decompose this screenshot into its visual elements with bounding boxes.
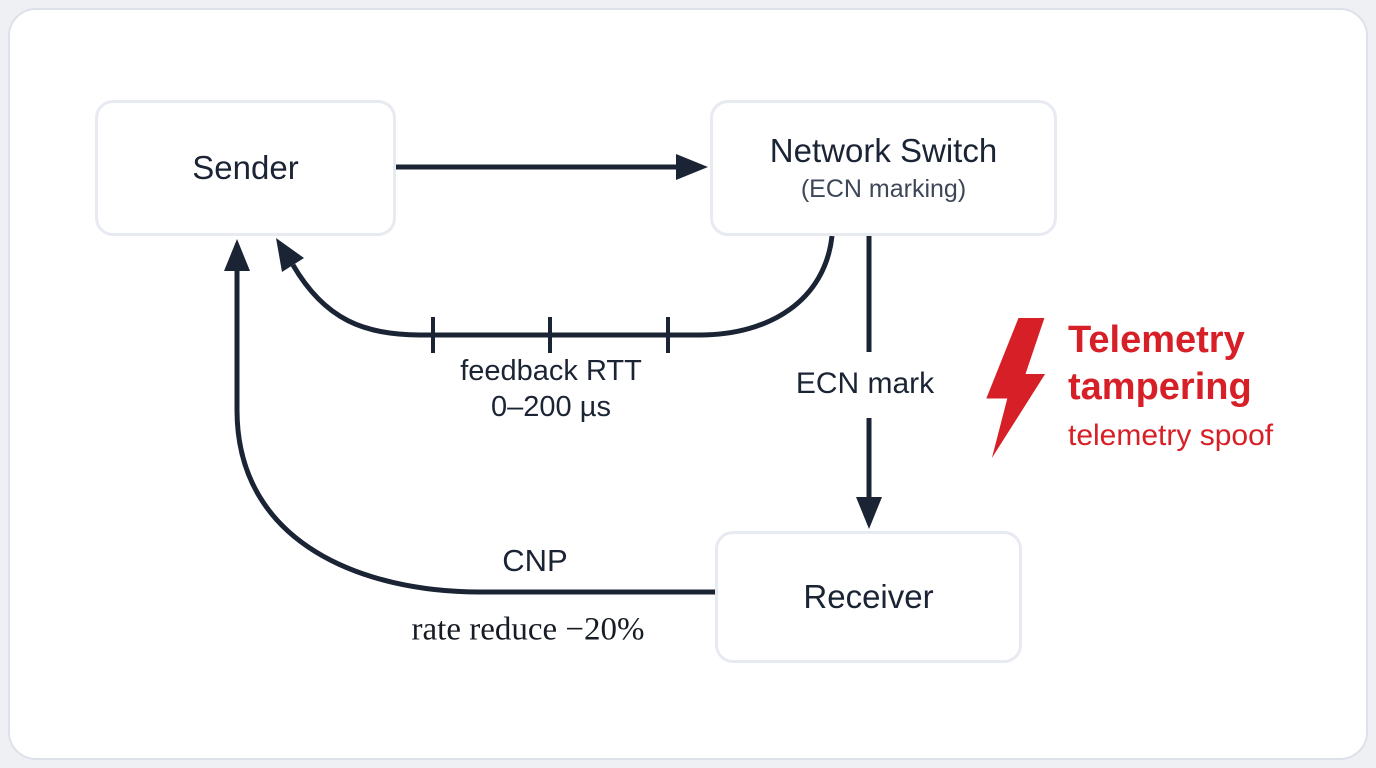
annotation-subtitle: telemetry spoof bbox=[1068, 419, 1274, 452]
receiver-label: Receiver bbox=[803, 578, 934, 615]
ecn-arrowhead bbox=[856, 497, 882, 529]
network-switch-sublabel: (ECN marking) bbox=[800, 175, 967, 203]
lightning-bolt-icon bbox=[986, 318, 1046, 458]
ecn-mark-edge-label: ECN mark bbox=[795, 367, 935, 400]
receiver-node: Receiver bbox=[715, 531, 1022, 663]
annotation-title: Telemetry tampering bbox=[1068, 317, 1273, 411]
feedback-arrowhead bbox=[276, 238, 304, 272]
annotation-title-line2: tampering bbox=[1068, 366, 1252, 408]
network-switch-label: Network Switch bbox=[769, 132, 998, 169]
feedback-rtt-edge-label: feedback RTT 0–200 µs bbox=[460, 353, 642, 425]
feedback-rtt-range: 0–200 µs bbox=[491, 391, 611, 423]
annotation-title-line1: Telemetry bbox=[1068, 319, 1245, 361]
feedback-edge bbox=[290, 235, 835, 338]
sender-label: Sender bbox=[192, 149, 299, 186]
telemetry-tampering-annotation: Telemetry tampering telemetry spoof bbox=[975, 315, 1273, 458]
cnp-edge-label: CNP bbox=[502, 543, 568, 578]
cnp-edge bbox=[234, 271, 715, 595]
feedback-rtt-label: feedback RTT bbox=[460, 355, 642, 387]
cnp-arrowhead bbox=[224, 239, 250, 271]
sender-to-switch-arrowhead bbox=[676, 154, 708, 180]
sender-node: Sender bbox=[95, 100, 396, 236]
rate-reduce-label: rate reduce −20% bbox=[411, 611, 645, 648]
network-switch-node: Network Switch (ECN marking) bbox=[710, 100, 1057, 236]
annotation-text: Telemetry tampering telemetry spoof bbox=[1068, 315, 1273, 453]
